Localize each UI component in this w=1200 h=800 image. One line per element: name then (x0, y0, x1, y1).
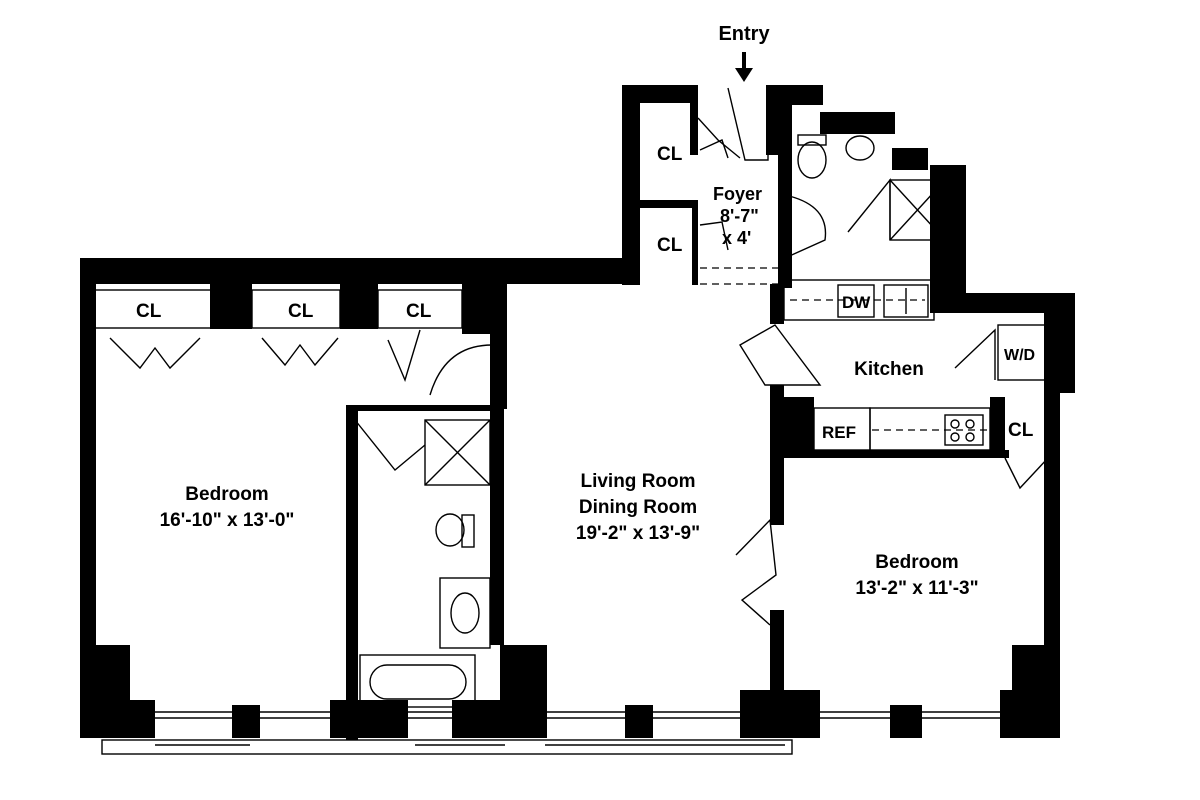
dishwasher-label: DW (842, 293, 871, 312)
washer-dryer-label: W/D (1004, 347, 1035, 364)
refrigerator-label: REF (822, 423, 856, 442)
bedroom-right-label: Bedroom (875, 552, 958, 573)
bath-fixtures (359, 134, 946, 708)
toilet-icon (435, 513, 465, 547)
dining-room-label: Dining Room (579, 497, 697, 518)
entry-arrow (735, 52, 753, 82)
window-strip (101, 711, 1000, 755)
foyer-label: Foyer (713, 184, 762, 204)
closet-label: CL (288, 301, 314, 322)
shower-icon (424, 419, 491, 486)
entry-label: Entry (718, 23, 770, 45)
toilet-icon (797, 141, 827, 179)
bedroom-left-label: Bedroom (185, 484, 268, 505)
living-room-dimensions: 19'-2" x 13'-9" (576, 523, 700, 544)
bathtub-icon (359, 654, 476, 708)
closet-label: CL (657, 235, 683, 256)
sink-icon (450, 592, 480, 634)
foyer-threshold (700, 267, 778, 285)
shower-icon (889, 179, 946, 241)
closet-doors (93, 87, 1049, 626)
kitchen-counters (783, 279, 1049, 451)
interior-walls (210, 85, 1009, 740)
closet-label: CL (1008, 420, 1034, 441)
closet-label: CL (136, 301, 162, 322)
foyer-dimension: 8'-7" (720, 206, 759, 226)
bedroom-left-dimensions: 16'-10" x 13'-0" (160, 510, 295, 531)
living-room-label: Living Room (580, 471, 695, 492)
kitchen-label: Kitchen (854, 359, 924, 380)
closet-label: CL (406, 301, 432, 322)
closet-label: CL (657, 144, 683, 165)
sink-icon (845, 135, 875, 161)
sink-icon (883, 284, 929, 318)
exterior-walls (80, 85, 1075, 738)
foyer-dimension: x 4' (722, 228, 751, 248)
bedroom-right-dimensions: 13'-2" x 11'-3" (855, 578, 978, 599)
stove-icon (944, 414, 984, 446)
